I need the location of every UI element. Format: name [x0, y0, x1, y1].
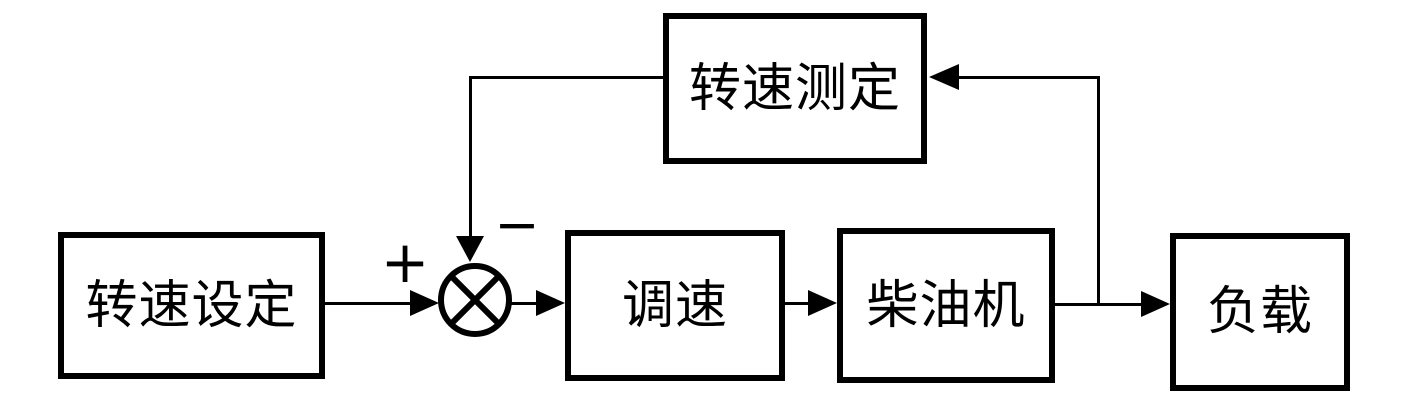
- arrowhead-down-into-sum-icon: [456, 236, 484, 262]
- block-speed-setting-label: 转速设定: [85, 275, 298, 336]
- plus-sign: +: [380, 228, 430, 296]
- block-governor: 调速: [565, 230, 785, 381]
- block-load: 负载: [1170, 233, 1350, 391]
- connector-governor-to-diesel: [782, 302, 810, 305]
- minus-sign: −: [494, 193, 540, 256]
- arrowhead-into-measurement-icon: [929, 64, 959, 90]
- arrowhead-into-governor-icon: [536, 290, 565, 316]
- arrowhead-into-load-icon: [1141, 291, 1170, 317]
- feedback-riser-line: [1097, 77, 1100, 306]
- connector-sum-to-governor: [510, 302, 538, 305]
- block-speed-measurement: 转速测定: [663, 13, 927, 164]
- block-diesel-engine: 柴油机: [837, 228, 1055, 383]
- arrowhead-into-sum-icon: [410, 290, 439, 316]
- connector-setting-to-sum: [322, 302, 412, 305]
- block-governor-label: 调速: [621, 275, 728, 336]
- block-load-label: 负载: [1206, 282, 1313, 342]
- measurement-drop-line: [469, 76, 472, 238]
- block-speed-setting: 转速设定: [58, 232, 325, 379]
- arrowhead-into-diesel-icon: [808, 290, 837, 316]
- block-speed-measurement-label: 转速测定: [688, 58, 901, 119]
- measurement-out-line: [469, 76, 665, 79]
- feedback-top-line: [958, 76, 1100, 79]
- summing-junction-icon: [438, 263, 512, 337]
- block-diesel-engine-label: 柴油机: [866, 275, 1026, 336]
